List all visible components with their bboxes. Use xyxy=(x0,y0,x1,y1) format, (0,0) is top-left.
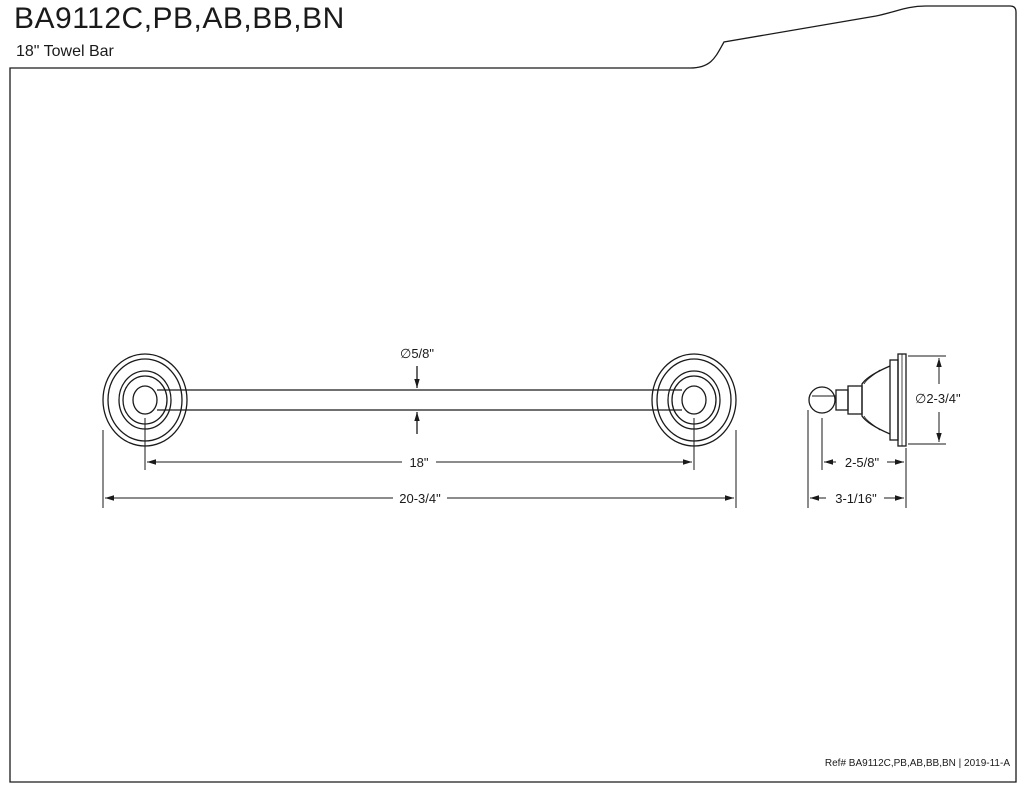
dim-projection-to-bar: 2-5/8" xyxy=(845,455,880,470)
side-view xyxy=(807,353,946,508)
reference-footer: Ref# BA9112C,PB,AB,BB,BN | 2019-11-A xyxy=(824,758,1010,769)
model-number: BA9112C,PB,AB,BB,BN xyxy=(14,2,345,35)
dim-overall-length: 20-3/4" xyxy=(399,491,441,506)
dim-bar-diameter: ∅5/8" xyxy=(400,346,434,361)
dim-flange-diameter: ∅2-3/4" xyxy=(915,391,961,406)
sheet-border xyxy=(9,5,1017,783)
dim-overall-projection: 3-1/16" xyxy=(835,491,877,506)
front-view xyxy=(102,353,737,508)
product-description: 18" Towel Bar xyxy=(16,43,114,60)
dim-bar-length: 18" xyxy=(409,455,428,470)
